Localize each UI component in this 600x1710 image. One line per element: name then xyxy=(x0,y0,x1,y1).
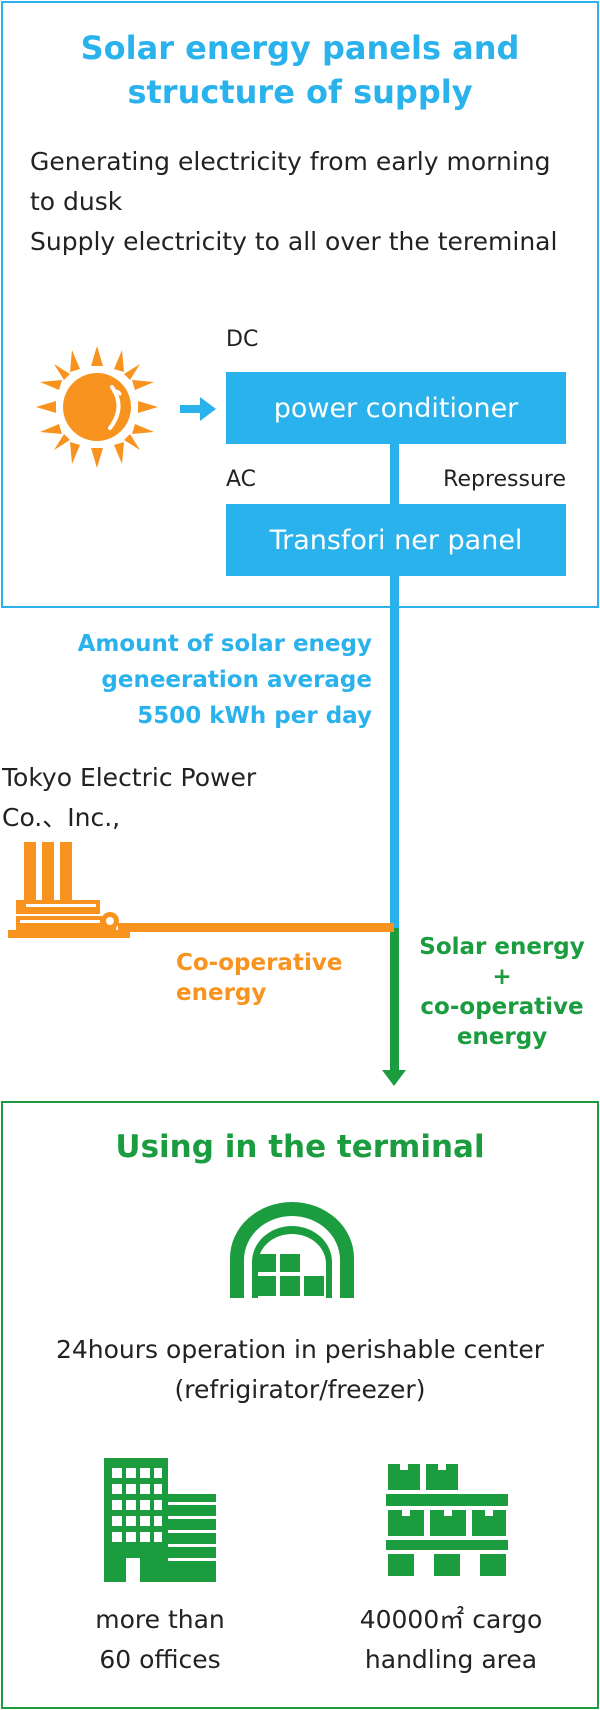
solar-supply-line xyxy=(390,444,399,928)
perish-line-2: (refrigirator/freezer) xyxy=(174,1375,426,1404)
mixed-energy-label: Solar energy + co-operative energy xyxy=(414,932,590,1052)
power-conditioner-label: power conditioner xyxy=(273,392,519,424)
sun-icon xyxy=(36,346,158,468)
repressure-label: Repressure xyxy=(443,467,566,492)
mix-line-4: energy xyxy=(456,1024,548,1050)
mix-line-2: + xyxy=(492,964,512,990)
solar-note-line-3: 5500 kWh per day xyxy=(137,703,372,729)
page-title: Solar energy panels and structure of sup… xyxy=(0,26,600,114)
tepco-line-2: Co.、Inc., xyxy=(2,803,121,832)
ac-label: AC xyxy=(226,467,257,492)
solar-note-line-1: Amount of solar enegy xyxy=(77,631,372,657)
terminal-title: Using in the terminal xyxy=(115,1129,485,1165)
perish-line-1: 24hours operation in perishable center xyxy=(55,1335,544,1364)
transformer-panel-box: Transfori ner panel xyxy=(226,504,566,576)
transformer-panel-label: Transfori ner panel xyxy=(269,524,523,556)
power-conditioner-box: power conditioner xyxy=(226,372,566,444)
tepco-line-1: Tokyo Electric Power xyxy=(2,763,257,792)
mixed-supply-line xyxy=(390,928,399,1074)
coop-line-2: energy xyxy=(176,980,267,1006)
offices-line-2: 60 offices xyxy=(99,1645,221,1674)
title-line-1: Solar energy panels and xyxy=(80,29,520,67)
terminal-usage-panel xyxy=(1,1101,599,1709)
intro-line-1: Generating electricity from early mornin… xyxy=(30,147,551,176)
coop-line-1: Co-operative xyxy=(176,950,343,976)
cargo-line-2: handling area xyxy=(364,1645,538,1674)
cargo-boxes-icon xyxy=(386,1464,508,1576)
solar-generation-note: Amount of solar enegy geneeration averag… xyxy=(40,626,372,734)
office-building-icon xyxy=(104,1458,216,1582)
warehouse-icon xyxy=(230,1202,354,1298)
co-operative-energy-label: Co-operative energy xyxy=(176,948,376,1008)
solar-note-line-2: geneeration average xyxy=(101,667,372,693)
cargo-line-1: 40000㎡ cargo xyxy=(359,1605,543,1634)
offices-line-1: more than xyxy=(95,1605,225,1634)
title-line-2: structure of supply xyxy=(127,73,473,111)
intro-line-2: to dusk xyxy=(30,187,123,216)
mix-line-1: Solar energy xyxy=(419,934,585,960)
co-operative-supply-line xyxy=(118,923,394,932)
perishable-center-text: 24hours operation in perishable center (… xyxy=(0,1330,600,1410)
arrow-right-icon xyxy=(180,397,216,421)
intro-text: Generating electricity from early mornin… xyxy=(30,142,590,262)
intro-line-3: Supply electricity to all over the terem… xyxy=(30,227,558,256)
offices-caption: more than 60 offices xyxy=(60,1600,260,1680)
solar-supply-panel xyxy=(1,1,599,608)
tepco-label: Tokyo Electric Power Co.、Inc., xyxy=(2,758,302,838)
mix-line-3: co-operative xyxy=(420,994,584,1020)
arrow-down-icon xyxy=(382,1070,406,1086)
cargo-caption: 40000㎡ cargo handling area xyxy=(336,1600,566,1680)
factory-icon xyxy=(8,842,130,938)
dc-label: DC xyxy=(226,327,259,352)
